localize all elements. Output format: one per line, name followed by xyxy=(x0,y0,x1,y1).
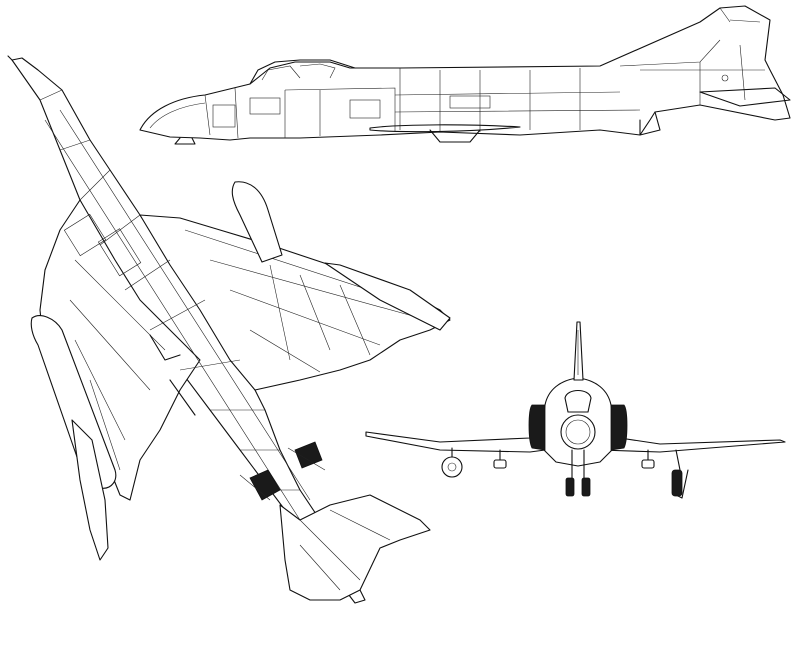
side-view-aircraft xyxy=(139,5,791,145)
plan-view-aircraft xyxy=(7,55,451,604)
front-view-aircraft xyxy=(365,321,786,499)
